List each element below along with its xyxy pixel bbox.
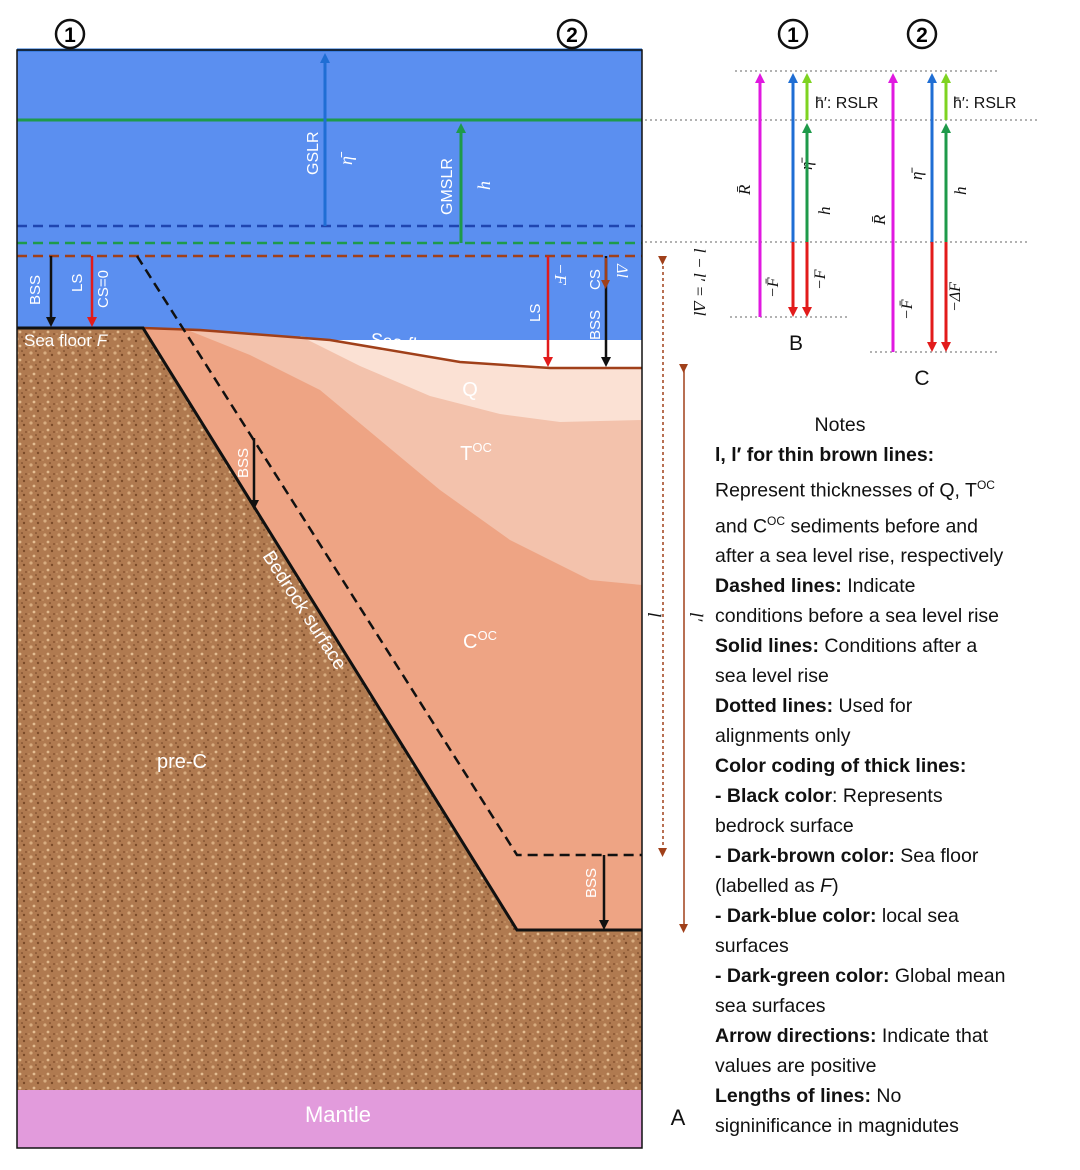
minus-f-label: −F (551, 263, 570, 285)
c-minus-f-pink: −F̄ (899, 299, 916, 320)
b-minus-f-red: −F (812, 269, 829, 290)
cs0-label: CS=0 (95, 270, 112, 308)
gslr-label: GSLR (305, 131, 322, 175)
bss-label-right: BSS (587, 310, 604, 340)
note-arrow-body: values are positive (715, 1055, 877, 1077)
c-h-label: h (951, 187, 970, 196)
note-arrow: Arrow directions: Indicate that (715, 1025, 989, 1047)
notes-title: Notes (814, 414, 866, 436)
note-black-body: bedrock surface (715, 815, 854, 837)
bss-label-left: BSS (27, 275, 44, 305)
note-l-body: Represent thicknesses of Q, TOC (715, 478, 995, 502)
b-hprime-label: h̄′: RSLR (815, 95, 878, 112)
l-label: l (643, 612, 664, 617)
note-lengths-body: signinificance in magnidutes (715, 1115, 959, 1137)
svg-text:1: 1 (64, 24, 76, 47)
b-r-label: R̄ (735, 184, 754, 196)
mantle (17, 1090, 642, 1148)
bedrock-surface-after (17, 326, 642, 932)
bss-label-slope: BSS (235, 448, 252, 478)
l-prime-label: l′ (685, 612, 706, 622)
note-color-coding: Color coding of thick lines: (715, 755, 967, 777)
panel-c: 2 R̄ η̄ h h̄′: RSLR −F̄ −ΔF C (870, 18, 1016, 390)
mantle-label: Mantle (305, 1102, 371, 1127)
note-dotted-body: alignments only (715, 725, 851, 747)
panel-a-letter: A (671, 1105, 686, 1130)
pre-c-bedrock (17, 328, 642, 1090)
svg-text:2: 2 (916, 24, 928, 47)
panel-a-frame (16, 49, 643, 1149)
note-lengths: Lengths of lines: No (715, 1085, 902, 1107)
note-brown: - Dark-brown color: Sea floor (715, 845, 979, 867)
note-dashed-body: conditions before a sea level rise (715, 605, 999, 627)
note-green-body: sea surfaces (715, 995, 826, 1017)
delta-l-label: Δl (613, 263, 630, 278)
t-oc-label: TOC (460, 440, 492, 465)
note-brown-body: (labelled as F) (715, 875, 839, 897)
c-oc-label: COC (463, 628, 497, 653)
bedrock-surface-before (135, 255, 642, 857)
pre-c-label: pre-C (157, 751, 207, 773)
sea-floor-label-left: Sea floor F (24, 331, 109, 350)
cs-label: CS (587, 269, 604, 290)
c-eta-label: η̄ (907, 167, 926, 180)
note-dashed: Dashed lines: Indicate (715, 575, 916, 597)
marker-2: 2 (556, 18, 588, 50)
bss-label-bottom: BSS (583, 868, 600, 898)
q-label: Q (462, 379, 478, 401)
c-hprime-label: h̄′: RSLR (953, 95, 1016, 112)
panel-b-letter: B (789, 332, 803, 355)
gmslr-label: GMSLR (439, 158, 456, 215)
b-h-label: h (815, 207, 834, 216)
b-minus-f-pink: −F̄ (765, 277, 782, 298)
panel-b: 1 R̄ η̄ h h̄′: RSLR −F̄ −F B (735, 18, 878, 355)
note-l-body4: after a sea level rise, respectively (715, 545, 1004, 567)
ls-label-right: LS (527, 304, 544, 322)
marker-1: 1 (54, 18, 86, 50)
note-solid: Solid lines: Conditions after a (715, 635, 978, 657)
notes-panel: Notes l, l′ for thin brown lines: Repres… (715, 410, 1075, 1141)
gmslr-symbol: h (474, 181, 494, 190)
note-l-body2: and COC sediments before and (715, 513, 978, 538)
c-r-label: R̄ (870, 214, 889, 226)
svg-text:1: 1 (787, 24, 799, 47)
note-l: l, l′ for thin brown lines: (715, 444, 935, 466)
note-black: - Black color: Represents (715, 785, 943, 807)
sea-floor-line (142, 326, 642, 370)
l-diff-label: l − l′ = Δl (690, 248, 709, 316)
c-minus-df-red: −ΔF (947, 282, 964, 312)
ls-label-left: LS (69, 274, 86, 292)
note-blue-body: surfaces (715, 935, 789, 957)
note-solid-body: sea level rise (715, 665, 829, 687)
svg-text:2: 2 (566, 24, 578, 47)
note-green: - Dark-green color: Global mean (715, 965, 1006, 987)
panel-c-letter: C (914, 367, 929, 390)
note-dotted: Dotted lines: Used for (715, 695, 913, 717)
q-layer (300, 336, 642, 422)
sea-water (17, 50, 642, 340)
note-blue: - Dark-blue color: local sea (715, 905, 959, 927)
